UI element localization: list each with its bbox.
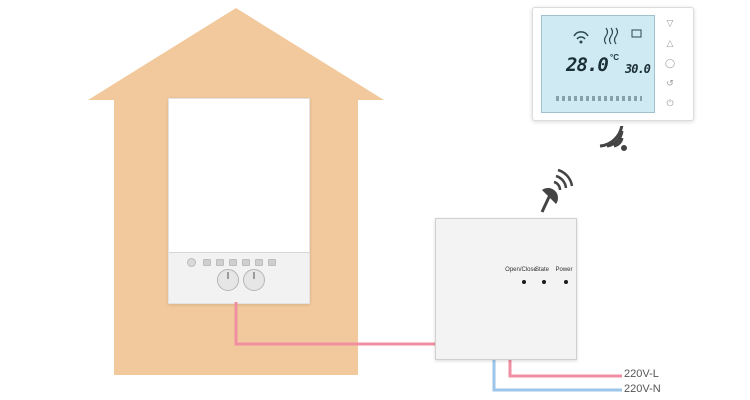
thermostat-screen: 28.0 °C 30.0 xyxy=(541,15,655,113)
boiler-knob-icon xyxy=(243,269,265,291)
thermostat-power-button[interactable]: ⏻ xyxy=(666,99,674,109)
boiler-button xyxy=(268,259,276,266)
boiler-logo-icon xyxy=(187,258,196,267)
thermostat-up-button[interactable]: △ xyxy=(666,39,674,49)
thermostat-clock-button[interactable]: ↺ xyxy=(666,79,674,89)
boiler-buttons xyxy=(203,259,276,266)
boiler-button xyxy=(203,259,211,266)
boiler xyxy=(168,98,310,304)
live-wire xyxy=(508,358,622,378)
neutral-wire-label: 220V-N xyxy=(624,383,661,395)
receiver-label-power: Power xyxy=(555,267,573,273)
boiler-to-receiver-wire xyxy=(234,302,436,346)
state-led xyxy=(542,280,546,284)
room-temperature-unit: °C xyxy=(610,53,619,62)
screen-status-icons xyxy=(573,27,642,45)
boiler-button xyxy=(255,259,263,266)
set-temperature: 30.0 xyxy=(625,62,651,76)
open-close-led xyxy=(522,280,526,284)
boiler-control-panel xyxy=(169,252,309,303)
room-temperature: 28.0 xyxy=(566,54,609,76)
boiler-knob-icon xyxy=(217,269,239,291)
wireless-receiver: Open/Close State Power xyxy=(435,218,577,360)
receiver-label-state: State xyxy=(534,267,550,273)
boiler-button xyxy=(229,259,237,266)
boiler-button xyxy=(242,259,250,266)
thermostat-mode-button[interactable]: ◯ xyxy=(665,59,676,69)
live-wire-label: 220V-L xyxy=(624,368,659,380)
antenna-icon xyxy=(540,168,574,213)
wifi-signal-icon xyxy=(599,126,627,151)
screen-schedule-bar xyxy=(556,96,642,101)
thermostat-icon: 28.0 °C 30.0 ▽ △ ◯ ↺ ⏻ xyxy=(532,7,694,121)
neutral-wire xyxy=(492,358,622,392)
boiler-button xyxy=(216,259,224,266)
receiver-label-open-close: Open/Close xyxy=(505,267,537,273)
power-led xyxy=(564,280,568,284)
thermostat-down-button[interactable]: ▽ xyxy=(666,19,674,29)
